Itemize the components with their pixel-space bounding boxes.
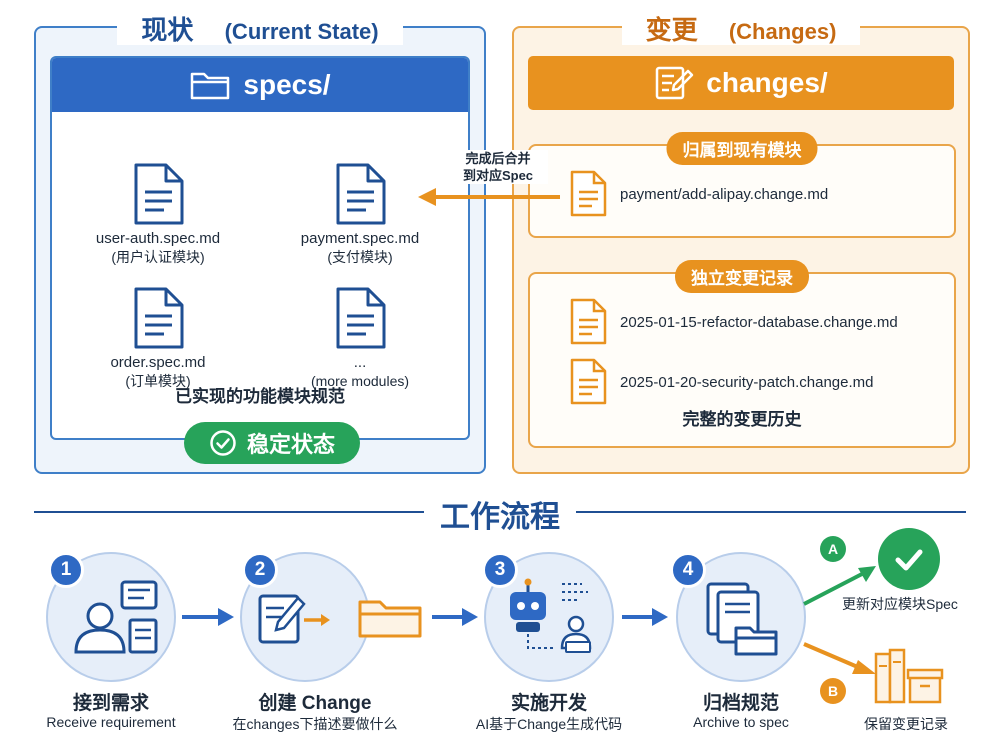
flow-arrow-1-2 — [182, 608, 234, 626]
folder-icon — [191, 72, 230, 100]
spec-file-desc: (用户认证模块) — [111, 249, 205, 265]
document-icon — [336, 163, 386, 225]
document-icon — [570, 298, 607, 345]
standalone-records-label: 独立变更记录 — [675, 260, 809, 293]
change-file-name: 2025-01-15-refactor-database.change.md — [620, 313, 898, 331]
changes-title-zh: 变更 — [633, 15, 710, 45]
change-file-refactor-database[interactable]: 2025-01-15-refactor-database.change.md — [568, 298, 898, 346]
changes-folder-header[interactable]: changes/ — [528, 56, 954, 110]
flow-arrow-2-3 — [432, 608, 478, 626]
spec-file-more[interactable]: ... (more modules) — [260, 286, 460, 390]
changes-title: 变更 (Changes) — [514, 10, 968, 47]
check-icon — [895, 549, 923, 571]
folder-icon — [358, 600, 422, 638]
spec-file-desc: (more modules) — [310, 373, 410, 389]
archive-documents-icon — [706, 582, 778, 656]
specs-folder-label: specs/ — [243, 69, 331, 100]
changes-panel: 变更 (Changes) changes/ 归属到现有模块 payment/ad… — [512, 15, 970, 474]
step-4-number: 4 — [670, 552, 706, 588]
outcome-b-letter: B — [820, 678, 846, 704]
outcome-a-label: 更新对应模块Spec — [842, 596, 958, 612]
step-4-subtitle: Archive to spec — [693, 714, 789, 730]
step-3-number: 3 — [482, 552, 518, 588]
merge-label-line2: 到对应Spec — [462, 168, 534, 183]
robot-coding-icon — [510, 578, 592, 653]
specs-folder-header[interactable]: specs/ — [52, 58, 468, 112]
workflow-title-text: 工作流程 — [424, 501, 576, 534]
spec-file-name: order.spec.md — [110, 354, 206, 371]
outcome-b-arrow — [803, 642, 876, 674]
success-check-icon — [878, 528, 940, 590]
existing-module-group: 归属到现有模块 payment/add-alipay.change.md — [528, 132, 956, 238]
spec-file-order[interactable]: order.spec.md (订单模块) — [58, 286, 258, 390]
write-to-folder-icon — [258, 594, 330, 644]
person-with-documents-icon — [74, 580, 158, 654]
spec-file-name: ... — [353, 354, 367, 371]
document-icon — [570, 358, 607, 405]
step-1-title: 接到需求 — [72, 693, 149, 714]
stable-status-label: 稳定状态 — [246, 432, 335, 457]
current-state-title-zh: 现状 — [129, 15, 206, 45]
step-1-subtitle: Receive requirement — [46, 714, 176, 730]
step-3-title: 实施开发 — [510, 693, 587, 714]
current-state-title-en: (Current State) — [212, 19, 391, 44]
stable-status-badge: 稳定状态 — [184, 422, 360, 464]
document-icon — [134, 163, 184, 225]
workflow-title: 工作流程 — [0, 492, 1000, 536]
outcome-a-arrow — [803, 566, 876, 606]
outcome-a-letter: A — [820, 536, 846, 562]
spec-file-desc: (支付模块) — [327, 249, 393, 265]
standalone-records-group: 独立变更记录 2025-01-15-refactor-database.chan… — [528, 260, 956, 448]
step-1-number: 1 — [48, 552, 84, 588]
change-file-name: 2025-01-20-security-patch.change.md — [620, 373, 874, 391]
document-icon — [570, 170, 607, 217]
changes-folder-label: changes/ — [706, 67, 828, 98]
spec-file-payment[interactable]: payment.spec.md (支付模块) — [260, 162, 460, 266]
change-file-security-patch[interactable]: 2025-01-20-security-patch.change.md — [568, 358, 873, 406]
edit-document-icon — [656, 66, 694, 100]
document-icon — [134, 287, 184, 349]
spec-file-user-auth[interactable]: user-auth.spec.md (用户认证模块) — [58, 162, 258, 266]
document-icon — [336, 287, 386, 349]
step-4-title: 归档规范 — [702, 693, 779, 714]
flow-arrow-3-4 — [622, 608, 668, 626]
merge-label-line1: 完成后合并 — [465, 151, 531, 166]
check-circle-icon — [210, 430, 236, 456]
change-file-name: payment/add-alipay.change.md — [620, 185, 829, 203]
existing-module-label: 归属到现有模块 — [666, 132, 818, 165]
current-state-title: 现状 (Current State) — [36, 10, 484, 47]
changes-title-en: (Changes) — [716, 19, 849, 44]
merge-arrow — [418, 188, 560, 206]
outcome-b-label: 保留变更记录 — [864, 716, 948, 732]
step-3-subtitle: AI基于Change生成代码 — [475, 716, 623, 732]
current-state-panel: 现状 (Current State) specs/ user-auth.spec… — [34, 15, 486, 474]
spec-file-desc: (订单模块) — [125, 373, 191, 389]
archive-boxes-icon — [874, 648, 944, 704]
specs-caption: 已实现的功能模块规范 — [175, 387, 345, 406]
merge-label: 完成后合并 到对应Spec — [448, 150, 548, 184]
step-2-subtitle: 在changes下描述要做什么 — [232, 716, 398, 732]
specs-folder-box: specs/ user-auth.spec.md (用户认证模块) paymen… — [50, 56, 470, 440]
spec-file-name: user-auth.spec.md — [95, 230, 221, 247]
spec-file-name: payment.spec.md — [300, 230, 420, 247]
change-file-add-alipay[interactable]: payment/add-alipay.change.md — [568, 170, 828, 218]
step-2-title: 创建 Change — [258, 693, 372, 714]
step-2-number: 2 — [242, 552, 278, 588]
changes-caption: 完整的变更历史 — [682, 410, 802, 429]
